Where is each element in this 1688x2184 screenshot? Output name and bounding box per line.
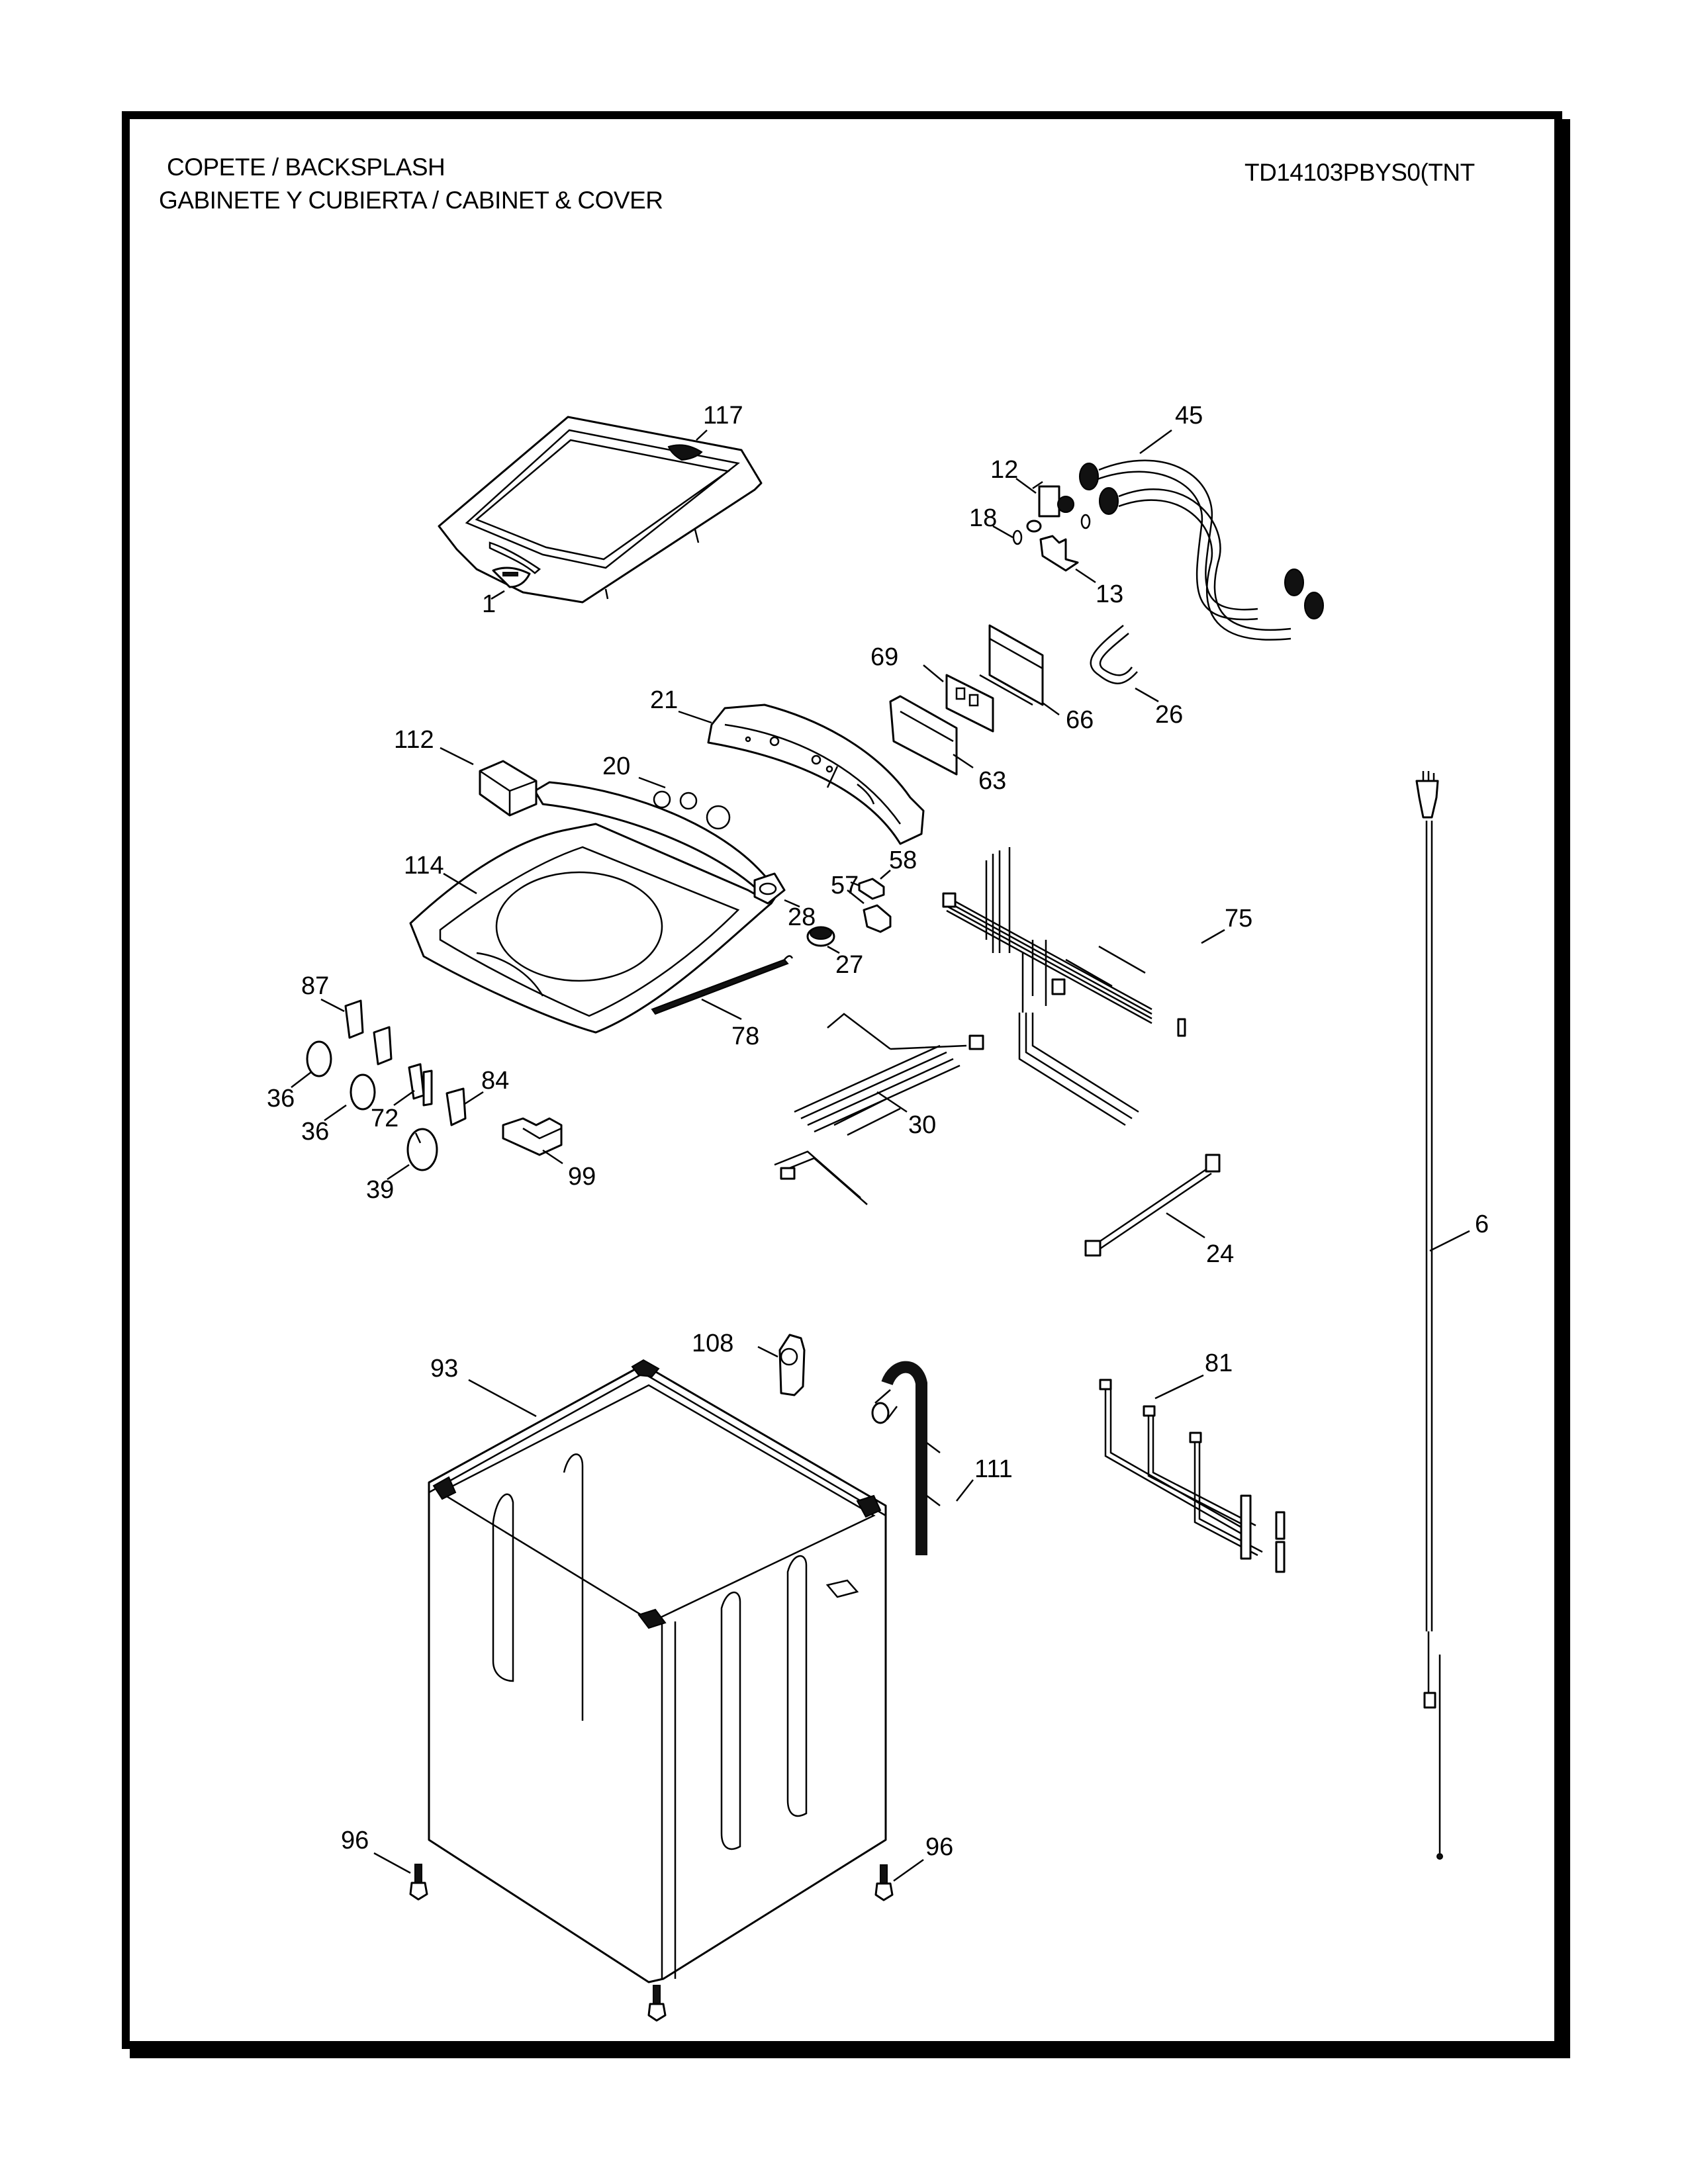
callout-78: 78: [731, 1023, 759, 1050]
part-66-board-bracket[interactable]: [979, 624, 1044, 706]
callout-1: 1: [482, 590, 496, 618]
callout-108: 108: [692, 1330, 733, 1357]
section-title-backsplash: COPETE / BACKSPLASH: [167, 154, 445, 181]
part-96-leveling-leg[interactable]: [409, 1864, 894, 2022]
callout-75: 75: [1225, 905, 1252, 933]
part-84-selector-switch[interactable]: [445, 1087, 467, 1126]
part-114-top-cover[interactable]: [409, 823, 773, 1034]
callout-21: 21: [650, 686, 678, 714]
part-27-water-level-sensor[interactable]: [806, 926, 835, 947]
callout-13: 13: [1096, 580, 1123, 608]
callout-30: 30: [908, 1111, 936, 1139]
part-26-fill-hose[interactable]: [1090, 625, 1138, 684]
part-99-timer[interactable]: [502, 1117, 563, 1156]
callout-12: 12: [990, 456, 1018, 484]
callout-87: 87: [301, 972, 329, 1000]
callout-24: 24: [1206, 1240, 1234, 1268]
callout-63: 63: [978, 767, 1006, 795]
frame-shadow-right: [1562, 119, 1570, 2058]
callout-93: 93: [430, 1355, 458, 1383]
model-number: TD14103PBYS0(TNT: [1244, 159, 1475, 186]
part-63-board-housing[interactable]: [889, 695, 958, 776]
drawing-frame: [122, 111, 1562, 2049]
frame-shadow-bottom: [130, 2049, 1570, 2058]
part-39-timer-knob[interactable]: [406, 1128, 438, 1171]
callout-58: 58: [889, 846, 917, 874]
callout-112: 112: [394, 726, 434, 754]
part-1-lid-handle[interactable]: [492, 567, 531, 588]
callout-96-b: 96: [925, 1833, 953, 1861]
callout-57: 57: [831, 872, 859, 899]
callout-66: 66: [1066, 706, 1094, 734]
part-6-power-cord[interactable]: [1415, 771, 1443, 1860]
part-117-lid[interactable]: [438, 416, 763, 604]
callout-20: 20: [602, 752, 630, 780]
part-28-lid-lock[interactable]: [753, 872, 786, 905]
callout-72: 72: [371, 1105, 399, 1132]
callout-99: 99: [568, 1163, 596, 1191]
part-57-lid-switch-bracket[interactable]: [863, 904, 892, 933]
part-112-pressure-switch[interactable]: [479, 760, 538, 817]
part-108-drain-hose-holder[interactable]: [778, 1334, 806, 1396]
callout-27: 27: [835, 951, 863, 979]
part-45-inlet-hoses[interactable]: [1079, 459, 1324, 641]
part-78-wire-channel[interactable]: [651, 955, 794, 1015]
part-30-wire-harness[interactable]: [774, 1013, 984, 1205]
callout-81: 81: [1205, 1349, 1233, 1377]
callout-84: 84: [481, 1067, 509, 1095]
callout-114: 114: [404, 852, 444, 880]
callout-26: 26: [1155, 701, 1183, 729]
part-87-selector-switch[interactable]: [344, 999, 393, 1066]
part-12-water-inlet-valve[interactable]: [1026, 480, 1074, 533]
callout-36-a: 36: [267, 1085, 295, 1113]
part-111-drain-hose[interactable]: [871, 1361, 941, 1555]
callout-36-b: 36: [301, 1118, 329, 1146]
part-69-control-board[interactable]: [945, 674, 994, 733]
part-24-jumper-harness[interactable]: [1084, 1154, 1221, 1257]
part-18-hose-clamp[interactable]: [1012, 514, 1091, 545]
callout-45: 45: [1175, 402, 1203, 430]
callout-6: 6: [1475, 1210, 1489, 1238]
part-13-valve-bracket[interactable]: [1039, 535, 1079, 572]
part-75-main-wire-harness[interactable]: [942, 847, 1186, 1126]
part-72-push-button-switch[interactable]: [408, 1063, 433, 1107]
callout-18: 18: [969, 504, 997, 532]
callout-69: 69: [870, 643, 898, 671]
part-58-lid-switch[interactable]: [850, 878, 885, 900]
part-36-knob[interactable]: [306, 1040, 376, 1111]
callout-39: 39: [366, 1176, 394, 1204]
callout-111: 111: [974, 1455, 1013, 1483]
section-title-cabinet: GABINETE Y CUBIERTA / CABINET & COVER: [159, 187, 663, 214]
callout-96-a: 96: [341, 1827, 369, 1854]
part-93-cabinet[interactable]: [428, 1359, 887, 1983]
callout-117: 117: [703, 402, 743, 430]
part-21-backsplash-cover[interactable]: [707, 704, 925, 845]
part-81-panel-harness[interactable]: [1099, 1379, 1286, 1573]
callout-28: 28: [788, 903, 816, 931]
